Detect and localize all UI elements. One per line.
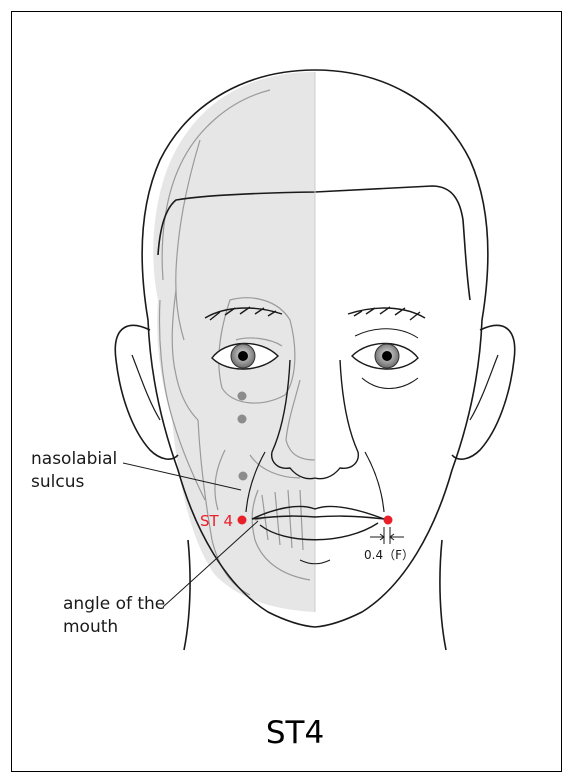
nasolabial-label-line2: sulcus: [31, 472, 84, 492]
st4-left-point: [238, 516, 247, 525]
st4-right-point: [384, 516, 393, 525]
nasolabial-label-line1: nasolabial: [31, 449, 117, 469]
diagram-title: ST4: [266, 715, 324, 751]
st4-point-label: ST 4: [200, 512, 233, 530]
measurement-label: 0.4（F）: [364, 548, 414, 562]
angle-label-line1: angle of the: [63, 594, 165, 614]
measurement-marker: [370, 527, 404, 544]
right-eye: [352, 329, 418, 389]
angle-label-line2: mouth: [63, 617, 118, 637]
